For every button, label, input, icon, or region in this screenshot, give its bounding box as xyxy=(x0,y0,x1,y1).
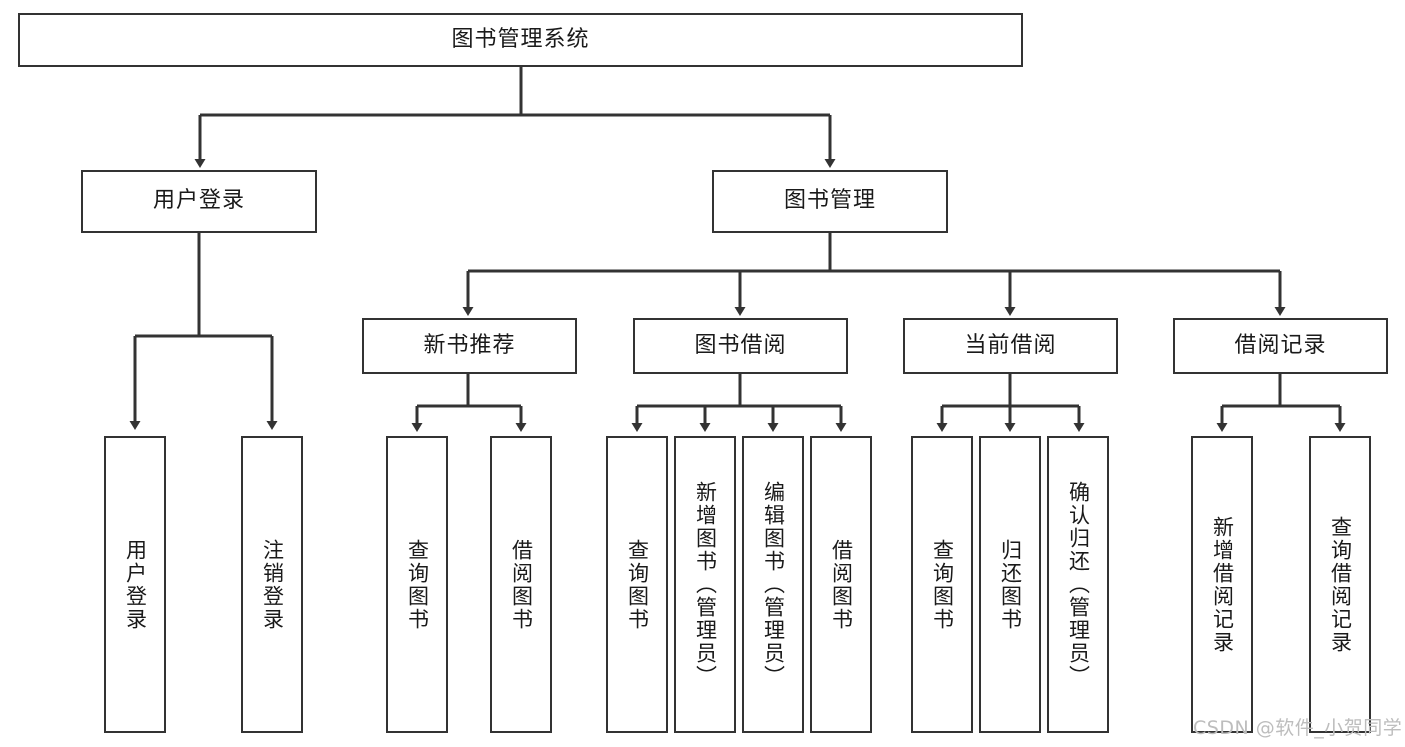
leaf-borrow-edit-book-admin[interactable]: 编辑图书（管理员） xyxy=(742,436,804,733)
node-book-borrow[interactable]: 图书借阅 xyxy=(633,318,848,374)
node-label: 查询图书 xyxy=(930,538,955,631)
node-user-login[interactable]: 用户登录 xyxy=(81,170,317,233)
node-label: 确认归还（管理员） xyxy=(1066,481,1091,688)
leaf-current-confirm-return-admin[interactable]: 确认归还（管理员） xyxy=(1047,436,1109,733)
node-label: 编辑图书（管理员） xyxy=(761,481,786,688)
node-book-management[interactable]: 图书管理 xyxy=(712,170,948,233)
leaf-borrow-add-book-admin[interactable]: 新增图书（管理员） xyxy=(674,436,736,733)
leaf-records-query-record[interactable]: 查询借阅记录 xyxy=(1309,436,1371,733)
node-label: 注销登录 xyxy=(260,538,285,631)
node-root-system[interactable]: 图书管理系统 xyxy=(18,13,1023,67)
node-current-borrow[interactable]: 当前借阅 xyxy=(903,318,1118,374)
node-new-book-recommend[interactable]: 新书推荐 xyxy=(362,318,577,374)
node-label: 用户登录 xyxy=(152,188,245,214)
node-label: 用户登录 xyxy=(123,538,148,631)
node-label: 查询图书 xyxy=(625,538,650,631)
node-label: 新书推荐 xyxy=(423,332,516,358)
leaf-user-login-signout[interactable]: 注销登录 xyxy=(241,436,303,733)
node-label: 图书借阅 xyxy=(694,332,787,358)
leaf-recommend-borrow-book[interactable]: 借阅图书 xyxy=(490,436,552,733)
node-label: 查询图书 xyxy=(405,538,430,631)
leaf-borrow-query-book[interactable]: 查询图书 xyxy=(606,436,668,733)
node-label: 借阅记录 xyxy=(1234,332,1327,358)
node-label: 借阅图书 xyxy=(829,538,854,631)
node-label: 归还图书 xyxy=(998,538,1023,631)
leaf-records-add-record[interactable]: 新增借阅记录 xyxy=(1191,436,1253,733)
node-borrow-records[interactable]: 借阅记录 xyxy=(1173,318,1388,374)
leaf-recommend-query-book[interactable]: 查询图书 xyxy=(386,436,448,733)
node-label: 图书管理 xyxy=(783,188,876,214)
leaf-borrow-borrow-book[interactable]: 借阅图书 xyxy=(810,436,872,733)
node-label: 图书管理系统 xyxy=(451,26,590,52)
node-label: 借阅图书 xyxy=(509,538,534,631)
node-label: 新增图书（管理员） xyxy=(693,481,718,688)
leaf-current-query-book[interactable]: 查询图书 xyxy=(911,436,973,733)
csdn-watermark: CSDN @软件_小贺同学 xyxy=(1193,717,1403,739)
leaf-user-login-signin[interactable]: 用户登录 xyxy=(104,436,166,733)
node-label: 新增借阅记录 xyxy=(1210,515,1235,654)
node-label: 查询借阅记录 xyxy=(1328,515,1353,654)
leaf-current-return-book[interactable]: 归还图书 xyxy=(979,436,1041,733)
node-label: 当前借阅 xyxy=(964,332,1057,358)
